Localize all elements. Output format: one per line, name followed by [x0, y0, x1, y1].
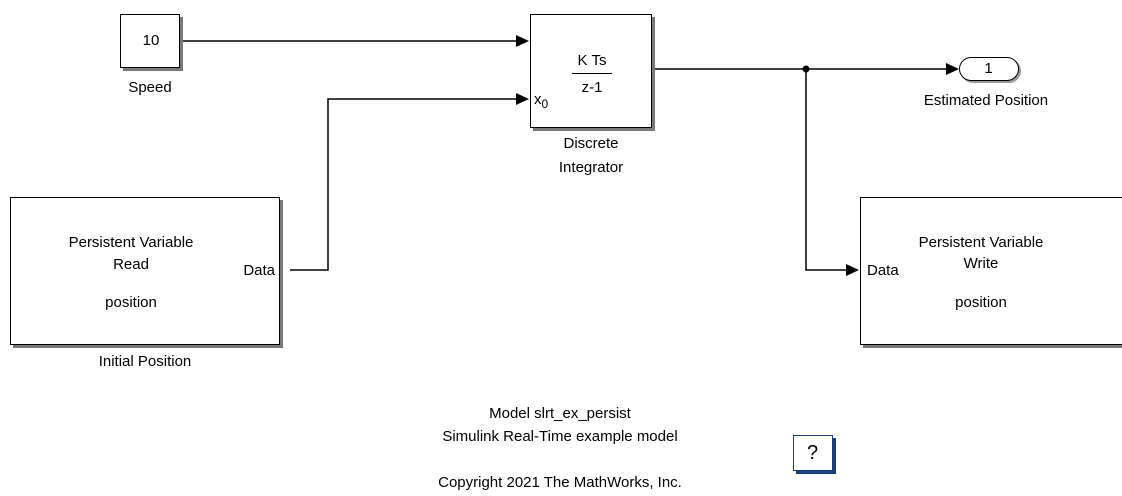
- outport-block[interactable]: 1: [959, 57, 1019, 81]
- write-title-line2: Write: [963, 255, 999, 272]
- persistent-variable-write-block[interactable]: Persistent Variable Write position Data: [860, 197, 1122, 345]
- arrowhead-speed: [516, 35, 529, 47]
- arrowhead-write: [846, 264, 859, 276]
- annotation-description: Simulink Real-Time example model: [442, 428, 678, 445]
- branch-point: [802, 65, 810, 73]
- read-variable: position: [105, 294, 157, 311]
- persistent-variable-read-block[interactable]: Persistent Variable Read position Data: [10, 197, 280, 345]
- write-data-port-label: Data: [867, 262, 899, 279]
- integrator-numerator: K Ts: [577, 52, 607, 69]
- read-title-line2: Read: [113, 256, 149, 273]
- x0-port-x: x: [534, 91, 542, 108]
- integrator-denominator: z-1: [581, 79, 603, 96]
- fraction-bar: [572, 73, 612, 74]
- branch-to-write-line: [805, 69, 846, 271]
- read-title-line1: Persistent Variable: [68, 234, 194, 251]
- discrete-integrator-block[interactable]: K Ts z-1 x0: [530, 14, 652, 128]
- read-to-integrator-x0-line: [290, 98, 516, 271]
- read-data-port-label: Data: [243, 262, 275, 279]
- write-variable: position: [955, 294, 1007, 311]
- help-button[interactable]: ?: [793, 435, 833, 471]
- annotation-copyright: Copyright 2021 The MathWorks, Inc.: [438, 474, 682, 491]
- integrator-label-line1: Discrete: [563, 135, 619, 152]
- write-title-line1: Persistent Variable: [918, 234, 1044, 251]
- help-button-label: ?: [806, 442, 819, 464]
- integrator-label-line2: Integrator: [558, 159, 624, 176]
- speed-constant-block[interactable]: 10: [120, 14, 180, 68]
- outport-label: Estimated Position: [923, 92, 1049, 109]
- annotation-model-name: Model slrt_ex_persist: [489, 405, 631, 422]
- arrowhead-outport: [946, 63, 959, 75]
- x0-port-sub: 0: [541, 97, 549, 111]
- outport-number: 1: [984, 60, 993, 77]
- speed-label: Speed: [128, 79, 172, 96]
- x0-port-label: x0: [534, 91, 548, 113]
- speed-value: 10: [142, 32, 160, 49]
- read-block-label: Initial Position: [98, 353, 192, 370]
- arrowhead-x0: [516, 93, 529, 105]
